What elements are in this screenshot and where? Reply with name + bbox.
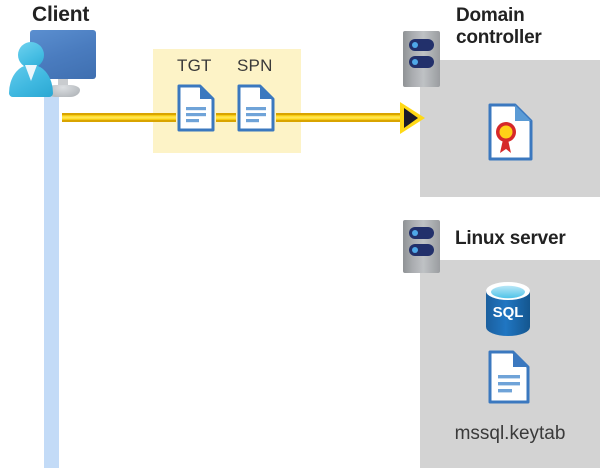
server-led-dot-icon xyxy=(412,247,418,253)
certificate-document-icon xyxy=(488,103,533,161)
svg-text:SQL: SQL xyxy=(493,304,524,321)
person-head-icon xyxy=(18,42,44,68)
server-led-dot-icon xyxy=(412,230,418,236)
linux-server-heading: Linux server xyxy=(455,228,566,249)
person-collar-icon xyxy=(25,65,37,81)
domain-controller-heading: Domain controller xyxy=(456,5,542,49)
server-led-dot-icon xyxy=(412,59,418,65)
user-at-monitor-icon xyxy=(8,28,98,97)
linux-server-tower-icon xyxy=(403,220,440,273)
spn-document-icon xyxy=(237,84,275,132)
domain-controller-server-tower-icon xyxy=(403,31,440,87)
flow-arrowhead-icon xyxy=(400,102,425,134)
client-lifeline xyxy=(44,88,59,468)
flow-arrow-client-to-domain-controller xyxy=(62,113,176,122)
client-heading: Client xyxy=(32,3,90,26)
spn-label: SPN xyxy=(237,56,273,75)
keytab-document-icon xyxy=(488,350,530,404)
sql-database-icon: SQL xyxy=(486,282,530,336)
monitor-base-icon xyxy=(46,85,80,97)
flow-segment-between-documents xyxy=(216,113,236,122)
monitor-neck-icon xyxy=(58,79,68,88)
flow-segment-to-arrowhead xyxy=(276,113,404,122)
tgt-document-icon xyxy=(177,84,215,132)
server-led-dot-icon xyxy=(412,42,418,48)
tgt-label: TGT xyxy=(177,56,212,75)
keytab-file-label: mssql.keytab xyxy=(454,423,566,444)
